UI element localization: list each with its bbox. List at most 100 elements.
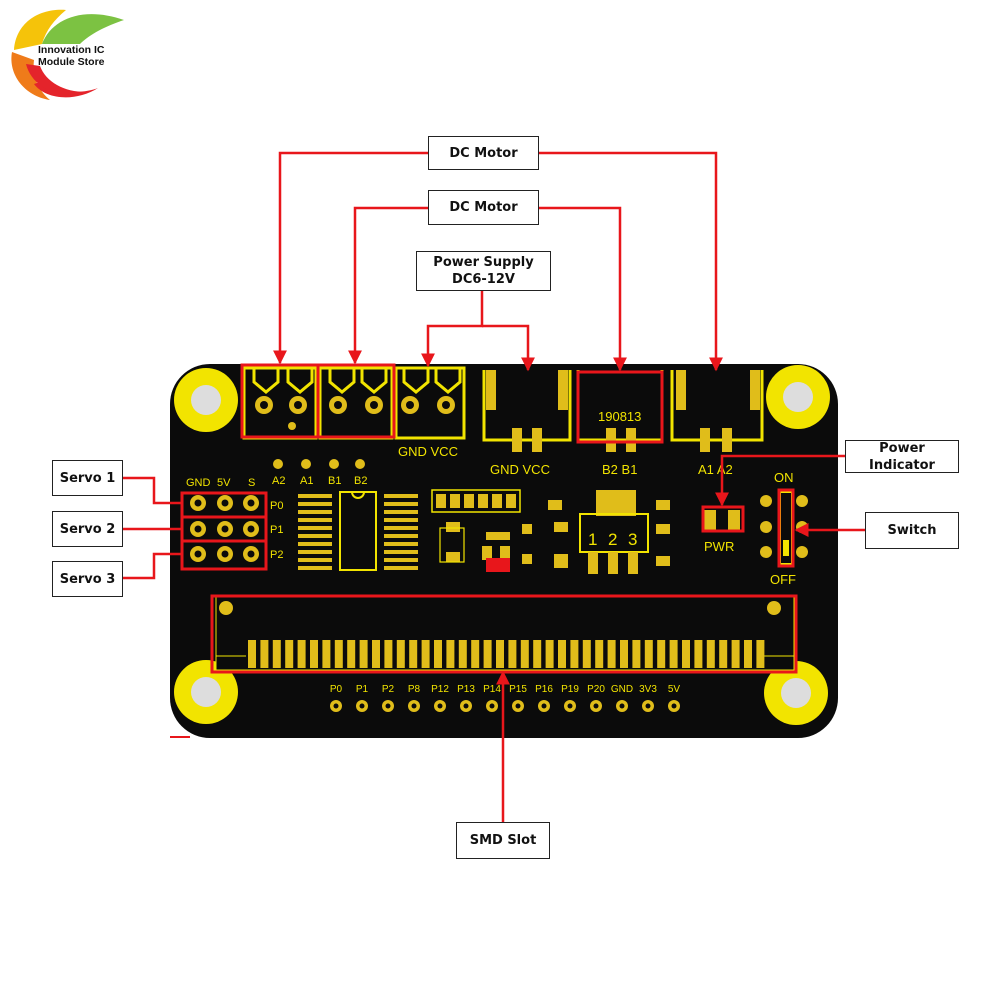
edge-finger — [372, 640, 380, 668]
servo-pin-hole — [194, 550, 202, 558]
ic-pads-right — [384, 494, 418, 570]
edge-finger — [297, 640, 306, 668]
callout-smd-slot-text: SMD Slot — [469, 833, 537, 848]
edge-finger — [744, 640, 752, 668]
connector-power-jst — [482, 370, 572, 452]
callout-dc-motor-2: DC Motor — [428, 190, 539, 225]
logo-line-1: Innovation IC — [38, 44, 105, 56]
servo-row-p2: P2 — [270, 549, 283, 561]
edge-pin-label: P2 — [382, 684, 395, 695]
ic-pad — [384, 534, 418, 538]
edge-pin-label: P8 — [408, 684, 421, 695]
edge-finger — [483, 640, 492, 668]
edge-pin-label: P19 — [561, 684, 579, 695]
edge-finger — [644, 640, 653, 668]
edge-finger — [396, 640, 405, 668]
ic-pad — [298, 558, 332, 562]
ic-pad — [384, 510, 418, 514]
edge-pin-label: 3V3 — [639, 684, 657, 695]
edge-finger — [570, 640, 579, 668]
ic-pad — [384, 558, 418, 562]
gnd-vcc-right-label: GND VCC — [490, 462, 550, 477]
edge-finger — [359, 640, 368, 668]
ic-pad — [384, 518, 418, 522]
switch-off-label: OFF — [770, 572, 796, 587]
edge-finger — [669, 640, 678, 668]
resistor-array — [431, 489, 521, 513]
highlight-boxes — [180, 363, 798, 674]
mounting-hole-bottom-right — [764, 661, 828, 725]
edge-finger — [545, 640, 554, 668]
edge-finger — [706, 640, 715, 668]
edge-pin-hole — [619, 703, 625, 709]
callout-power-indicator-text: Power Indicator — [869, 440, 935, 473]
mounting-hole-bottom-left — [174, 660, 238, 724]
edge-finger — [520, 640, 529, 668]
servo-pin-grid — [190, 495, 259, 562]
ic-pad — [298, 534, 332, 538]
ic-pad — [298, 542, 332, 546]
servo-row-p0: P0 — [270, 500, 283, 512]
callout-servo-3-text: Servo 3 — [59, 571, 116, 587]
edge-finger — [682, 640, 690, 668]
edge-finger — [558, 640, 566, 668]
motor-a-pin-labels: A1 A2 — [698, 462, 733, 477]
edge-pin-hole — [437, 703, 443, 709]
regulator-pin-1: 1 — [588, 530, 597, 549]
gnd-vcc-left-label: GND VCC — [398, 444, 458, 459]
callout-servo-3: Servo 3 — [52, 561, 123, 597]
ic-pads-left — [298, 494, 332, 570]
motor-driver-ic — [339, 491, 377, 571]
ic-pad — [298, 550, 332, 554]
servo-header-5v: 5V — [217, 477, 231, 489]
ic-pad — [384, 542, 418, 546]
servo-pin-hole — [247, 550, 255, 558]
date-code: 190813 — [598, 409, 641, 424]
switch-on-label: ON — [774, 470, 794, 485]
callout-power-supply: Power Supply DC6-12V — [416, 251, 551, 291]
edge-finger — [347, 640, 356, 668]
servo-pin-hole — [221, 525, 229, 533]
ic-pad — [384, 494, 418, 498]
edge-pin-hole — [385, 703, 391, 709]
edge-finger — [334, 640, 343, 668]
callout-servo-2-text: Servo 2 — [59, 521, 116, 537]
callout-lines — [122, 151, 866, 822]
motor-pin-dots — [273, 459, 365, 469]
servo-pin-hole — [247, 499, 255, 507]
pwr-label: PWR — [704, 539, 734, 554]
edge-pin-hole — [411, 703, 417, 709]
voltage-regulator — [579, 490, 649, 574]
edge-finger — [719, 640, 728, 668]
servo-pin-hole — [221, 499, 229, 507]
edge-finger — [756, 640, 765, 668]
motor-label-b1: B1 — [328, 475, 341, 487]
edge-pin-hole — [567, 703, 573, 709]
callout-smd-slot: SMD Slot — [456, 822, 550, 859]
edge-pin-label: P12 — [431, 684, 449, 695]
edge-finger — [285, 640, 294, 668]
callout-servo-1-text: Servo 1 — [59, 470, 116, 486]
edge-finger — [620, 640, 628, 668]
edge-pin-label: P16 — [535, 684, 553, 695]
edge-pin-hole — [515, 703, 521, 709]
servo-pin-hole — [194, 499, 202, 507]
ic-pad — [298, 518, 332, 522]
servo-pin-hole — [221, 550, 229, 558]
edge-finger — [731, 640, 740, 668]
ic-pad — [298, 526, 332, 530]
motor-b-pin-labels: B2 B1 — [602, 462, 637, 477]
edge-finger — [260, 640, 269, 668]
logo-text: Innovation IC Module Store — [38, 44, 105, 68]
edge-finger — [409, 640, 418, 668]
edge-pin-label: 5V — [668, 684, 681, 695]
edge-pin-hole — [333, 703, 339, 709]
edge-pin-hole — [359, 703, 365, 709]
servo-pin-hole — [194, 525, 202, 533]
ic-pad — [384, 566, 418, 570]
ic-pad — [298, 502, 332, 506]
edge-pin-hole — [645, 703, 651, 709]
edge-finger — [496, 640, 504, 668]
power-switch — [760, 491, 808, 565]
callout-switch: Switch — [865, 512, 959, 549]
